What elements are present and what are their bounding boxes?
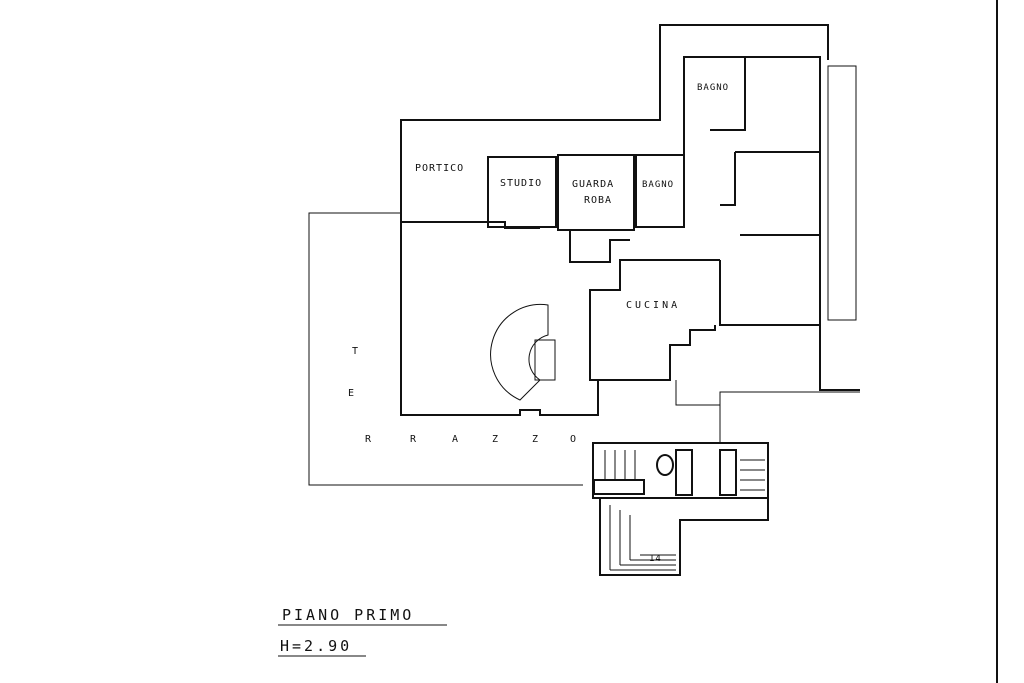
terrazzo-letter: T <box>352 346 360 357</box>
stair-column <box>656 454 674 476</box>
terrazzo-letter: A <box>452 434 460 445</box>
room-label-guardaroba-2: ROBA <box>584 195 613 206</box>
bedroom-divider-4 <box>719 260 820 326</box>
room-label-guardaroba-1: GUARDA <box>572 179 615 190</box>
terrazzo-letter: O <box>570 434 578 445</box>
spiral-stair-inner <box>534 339 556 381</box>
stair-landing-2 <box>675 449 693 496</box>
guardaroba-room <box>557 154 635 231</box>
floor-title: PIANO PRIMO <box>282 606 415 624</box>
main-staircase-lower <box>599 498 769 576</box>
terrazzo-letter: R <box>410 434 418 445</box>
terrazzo-letter: E <box>348 388 356 399</box>
bagno-room-2 <box>683 56 746 155</box>
stair-landing-3 <box>719 449 737 496</box>
kitchen-walls <box>598 325 716 381</box>
terrazzo-letter: Z <box>532 434 540 445</box>
portico-outline <box>400 24 829 222</box>
stair-step-count: 14 <box>649 554 662 564</box>
main-staircase <box>592 442 769 499</box>
room-label-cucina: CUCINA <box>626 300 681 311</box>
stair-treads <box>604 450 765 571</box>
room-label-portico: PORTICO <box>415 163 465 174</box>
room-label-bagno-1: BAGNO <box>642 180 675 190</box>
terrazzo-letter: Z <box>492 434 500 445</box>
studio-room <box>487 156 557 228</box>
stair-hall-walls <box>569 230 630 263</box>
bagno-room-1 <box>635 154 685 228</box>
bedroom-divider-2 <box>720 152 736 206</box>
living-room-walls <box>400 222 720 416</box>
room-label-bagno-2: BAGNO <box>697 83 730 93</box>
terrazzo-letter: R <box>365 434 373 445</box>
terrace-outline <box>308 212 583 486</box>
exterior-wall-lower <box>675 380 860 406</box>
floor-height: H=2.90 <box>280 637 353 655</box>
bedroom-walls <box>745 56 860 391</box>
spiral-staircase <box>490 303 549 401</box>
stair-landing-1 <box>593 479 645 495</box>
room-label-studio: STUDIO <box>500 178 543 189</box>
balcony-right <box>827 65 857 321</box>
